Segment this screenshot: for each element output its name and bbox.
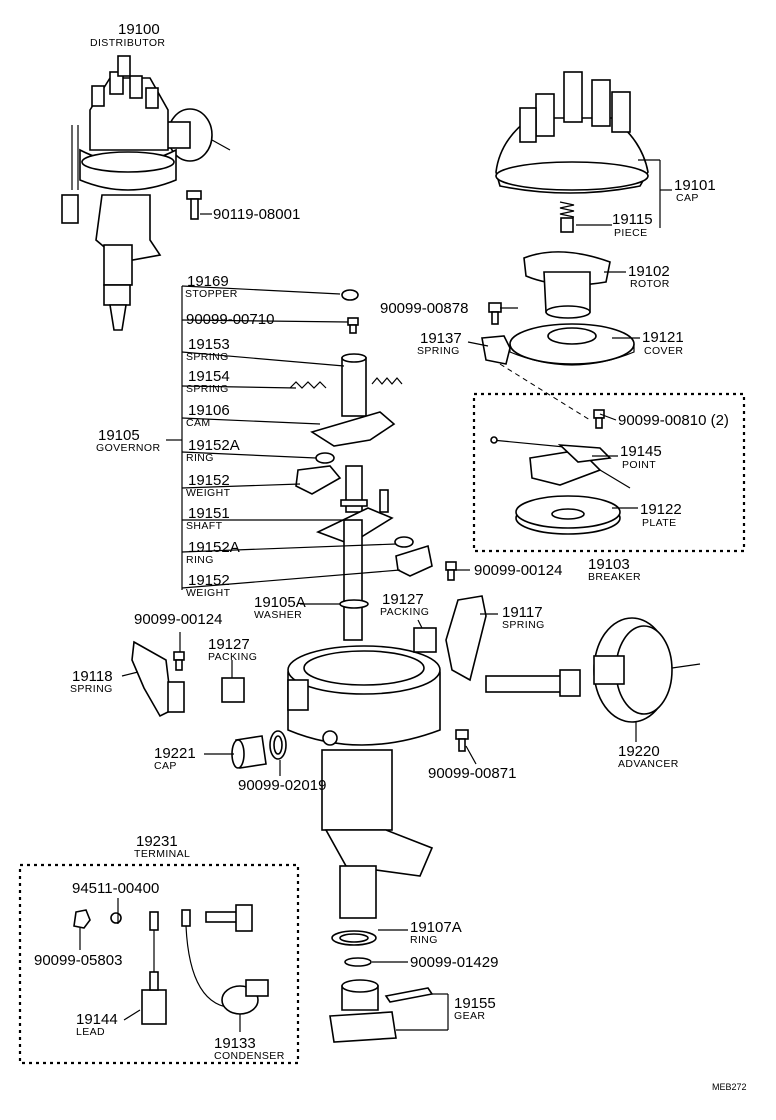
callout-90099-00710-number: 90099-00710 — [186, 311, 274, 328]
rotor-drawing — [523, 251, 611, 319]
callout-19154-name: SPRING — [186, 383, 229, 395]
callout-19100-number: 19100 — [118, 21, 160, 38]
callout-19231-number: 19231 — [136, 833, 178, 850]
callout-19152a-1-name: RING — [186, 452, 214, 464]
callout-19107a-name: RING — [410, 934, 438, 946]
callout-19127-r-number: 19127 — [382, 591, 424, 608]
callout-19103-number: 19103 — [588, 556, 630, 573]
side-small-parts-drawing — [131, 595, 487, 718]
callout-19117-number: 19117 — [502, 604, 543, 621]
screw-90099-00871-drawing — [455, 729, 469, 752]
bolt-90119-drawing — [186, 190, 202, 220]
callout-19169-number: 19169 — [187, 273, 229, 290]
callout-19144-name: LEAD — [76, 1026, 105, 1038]
callout-19169-name: STOPPER — [185, 288, 238, 300]
terminal-parts-drawing — [73, 904, 269, 1025]
callout-19145-number: 19145 — [620, 443, 662, 460]
callout-19151-name: SHAFT — [186, 520, 223, 532]
callout-19137-number: 19137 — [420, 330, 462, 347]
callout-19105-name: GOVERNOR — [96, 442, 160, 454]
callout-19122-name: PLATE — [642, 517, 676, 529]
callout-19220-number: 19220 — [618, 743, 660, 760]
screw-90099-00878-drawing — [488, 302, 502, 325]
callout-19152-1-name: WEIGHT — [186, 487, 231, 499]
callout-19145-name: POINT — [622, 459, 656, 471]
callout-19133-number: 19133 — [214, 1035, 256, 1052]
callout-19153-name: SPRING — [186, 351, 229, 363]
callout-19101-name: CAP — [676, 192, 699, 204]
distributor-housing-drawing — [287, 645, 441, 919]
cap-and-oring-drawing — [231, 730, 287, 769]
callout-19103-name: BREAKER — [588, 571, 641, 583]
callout-19118-number: 19118 — [72, 668, 113, 685]
callout-19152-1-number: 19152 — [188, 472, 230, 489]
callout-19106-name: CAM — [186, 417, 211, 429]
callout-19154-number: 19154 — [188, 368, 230, 385]
callout-19137-name: SPRING — [417, 345, 460, 357]
callout-19117-name: SPRING — [502, 619, 545, 631]
callout-19153-number: 19153 — [188, 336, 230, 353]
leader-lines — [79, 159, 672, 1032]
callout-19105-number: 19105 — [98, 427, 140, 444]
callout-19107a-number: 19107A — [410, 919, 462, 936]
callout-19101-number: 19101 — [674, 177, 716, 194]
figure-code: MEB272 — [712, 1082, 747, 1092]
washer-drawing — [339, 599, 369, 609]
callout-19221-number: 19221 — [154, 745, 196, 762]
callout-19152-2-number: 19152 — [188, 572, 230, 589]
distributor-assembly-drawing — [61, 55, 231, 331]
callout-19152a-1-number: 19152A — [188, 437, 240, 454]
callout-90119-number: 90119-08001 — [213, 206, 300, 223]
callout-90099-02019-number: 90099-02019 — [238, 777, 326, 794]
callout-90099-00878-number: 90099-00878 — [380, 300, 468, 317]
callout-90099-00124-r-number: 90099-00124 — [474, 562, 562, 579]
callout-90099-00124-l-number: 90099-00124 — [134, 611, 222, 628]
callout-90099-00810-number: 90099-00810 (2) — [618, 412, 729, 429]
callout-94511-number: 94511-00400 — [72, 880, 159, 897]
callout-19127-l-number: 19127 — [208, 636, 250, 653]
callout-19152a-2-name: RING — [186, 554, 214, 566]
callout-19105a-name: WASHER — [254, 609, 302, 621]
dust-cover-drawing — [509, 323, 635, 366]
callout-19106-number: 19106 — [188, 402, 230, 419]
callout-19102-number: 19102 — [628, 263, 670, 280]
carbon-piece-drawing — [559, 201, 575, 233]
callout-19115-name: PIECE — [614, 227, 648, 239]
callout-90099-05803-number: 90099-05803 — [34, 952, 122, 969]
callout-19220-name: ADVANCER — [618, 758, 679, 770]
callout-90099-01429-number: 90099-01429 — [410, 954, 498, 971]
callout-19118-name: SPRING — [70, 683, 113, 695]
callout-19231-name: TERMINAL — [134, 848, 190, 860]
callout-19121-number: 19121 — [642, 329, 684, 346]
callout-19155-name: GEAR — [454, 1010, 485, 1022]
callout-19127-r-name: PACKING — [380, 606, 429, 618]
callout-19127-l-name: PACKING — [208, 651, 257, 663]
breaker-group-box — [472, 392, 746, 553]
spring-19137-drawing — [481, 335, 511, 365]
callout-19100-name: DISTRIBUTOR — [90, 37, 165, 49]
callout-19105a-number: 19105A — [254, 594, 306, 611]
breaker-parts-drawing — [490, 409, 631, 535]
callout-19221-name: CAP — [154, 760, 177, 772]
callout-19115-number: 19115 — [612, 211, 653, 228]
callout-19155-number: 19155 — [454, 995, 496, 1012]
lower-parts-drawing — [329, 930, 434, 1043]
callout-19152-2-name: WEIGHT — [186, 587, 231, 599]
callout-19144-number: 19144 — [76, 1011, 118, 1028]
callout-19122-number: 19122 — [640, 501, 682, 518]
callout-19133-name: CONDENSER — [214, 1050, 285, 1062]
callout-19152a-2-number: 19152A — [188, 539, 240, 556]
callout-90099-00871-number: 90099-00871 — [428, 765, 516, 782]
main-shaft-drawing — [343, 519, 363, 641]
distributor-cap-drawing — [495, 71, 649, 194]
callout-19102-name: ROTOR — [630, 278, 670, 290]
callout-19151-number: 19151 — [188, 505, 230, 522]
vacuum-advancer-drawing — [485, 617, 701, 723]
callout-19121-name: COVER — [644, 345, 683, 357]
